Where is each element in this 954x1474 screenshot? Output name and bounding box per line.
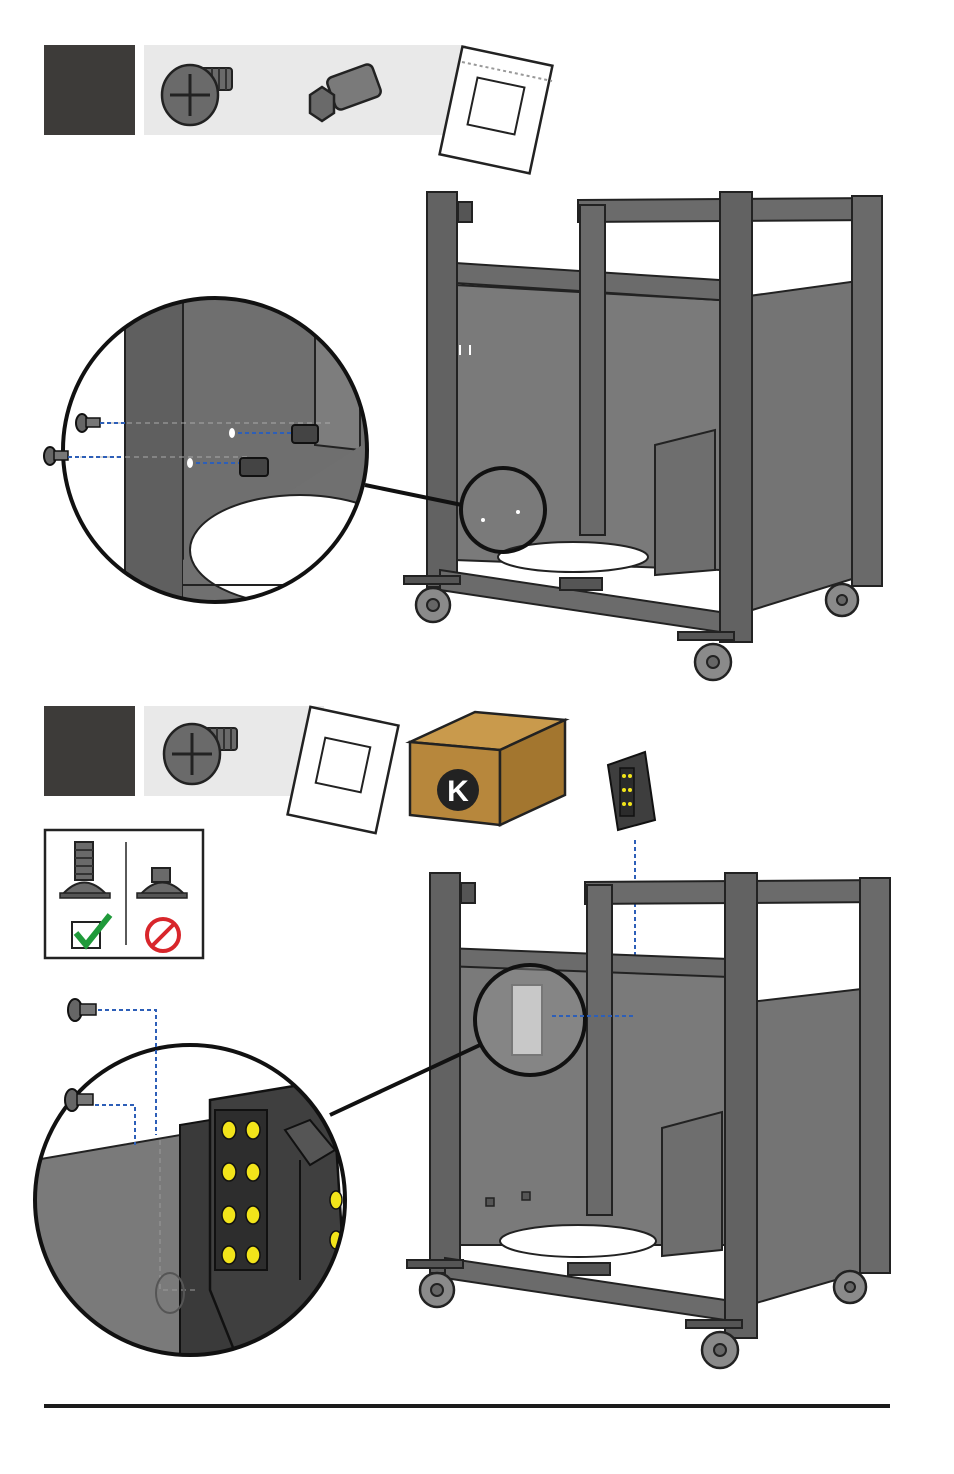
detail-screw-upper [67,998,157,1135]
step-2-hardware-bag-icon [286,705,400,835]
incorrect-screw-icon [136,867,188,899]
step-1-detail-circle [43,296,463,604]
step-1-hardware-bag-icon [438,45,554,175]
bottom-rule [44,1404,890,1408]
step-2-wheel-front-left [406,1259,464,1309]
detail-screw-upper [75,413,128,433]
prohibited-icon [145,917,181,953]
step-1-wheel-front-right [677,631,735,682]
screw-orientation-panel [43,828,205,960]
correct-check-icon [71,913,113,950]
step-1-spacer-icon [308,63,382,123]
step-1-wheel-back-right [824,582,860,618]
correct-screw-icon [59,841,111,899]
step-2-wheel-front-right [685,1319,743,1370]
step-2-screw-icon [162,722,238,786]
detail-spacer-upper [291,424,319,444]
step-2-wheel-back-right [832,1269,868,1305]
step-2-cart [406,872,891,1370]
step-1-screw-icon [160,63,233,127]
detail-screw-lower [43,446,124,466]
box-k-label: K [447,775,469,808]
step-2-box-k-icon [405,710,570,827]
step-1-wheel-front-left [403,575,461,624]
step-1-number-box [44,45,135,135]
detail-spacer-lower [239,457,269,477]
detail-screw-lower [64,1088,136,1145]
step-1-cart [403,191,883,682]
step-2-number-box [44,706,135,796]
step-2-detail-circle [33,998,481,1357]
